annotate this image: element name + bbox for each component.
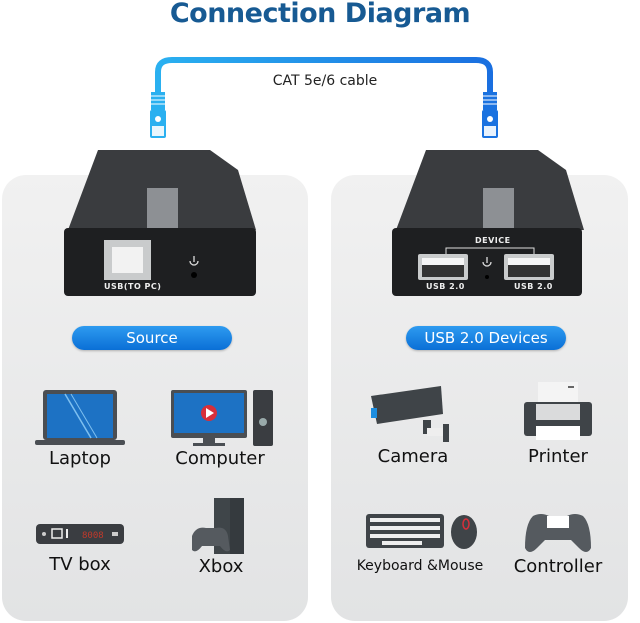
computer-icon bbox=[171, 390, 273, 446]
item-label: TV box bbox=[49, 554, 111, 575]
device-item-printer: Printer bbox=[510, 380, 606, 467]
controller-icon bbox=[525, 514, 591, 552]
device-extender-unit bbox=[392, 150, 584, 296]
item-label: Xbox bbox=[198, 556, 244, 577]
printer-icon bbox=[524, 382, 592, 440]
cable-label: CAT 5e/6 cable bbox=[272, 73, 378, 89]
cable-icon bbox=[150, 57, 498, 138]
devices-heading: USB 2.0 Devices bbox=[406, 326, 566, 350]
device-item-controller: Controller bbox=[508, 510, 608, 577]
item-label: Laptop bbox=[49, 448, 111, 469]
usb-to-pc-port-label: USB(TO PC) bbox=[104, 282, 162, 291]
item-label: Keyboard &Mouse bbox=[356, 558, 484, 574]
item-label: Printer bbox=[528, 446, 588, 467]
keyboard-mouse-icon bbox=[366, 514, 477, 549]
source-item-xbox: Xbox bbox=[176, 496, 266, 577]
source-heading: Source bbox=[72, 326, 232, 350]
device-item-camera: Camera bbox=[358, 384, 468, 467]
source-item-computer: Computer bbox=[160, 388, 280, 469]
xbox-icon bbox=[192, 498, 244, 554]
page-title: Connection Diagram bbox=[169, 0, 471, 29]
svg-text:8008: 8008 bbox=[82, 531, 104, 541]
usb-port-label-2: USB 2.0 bbox=[514, 282, 553, 291]
camera-icon bbox=[371, 386, 449, 442]
device-group-label: DEVICE bbox=[472, 236, 514, 245]
source-extender-unit bbox=[64, 150, 256, 296]
usb-port-label-1: USB 2.0 bbox=[426, 282, 465, 291]
device-item-keyboard-mouse: Keyboard &Mouse bbox=[352, 510, 488, 574]
item-label: Computer bbox=[175, 448, 265, 469]
item-label: Camera bbox=[377, 446, 449, 467]
tv-box-icon: 8008 bbox=[36, 524, 124, 544]
source-item-tv-box: 8008 TV box bbox=[28, 522, 132, 575]
item-label: Controller bbox=[513, 556, 603, 577]
laptop-icon bbox=[35, 390, 125, 445]
source-item-laptop: Laptop bbox=[30, 388, 130, 469]
